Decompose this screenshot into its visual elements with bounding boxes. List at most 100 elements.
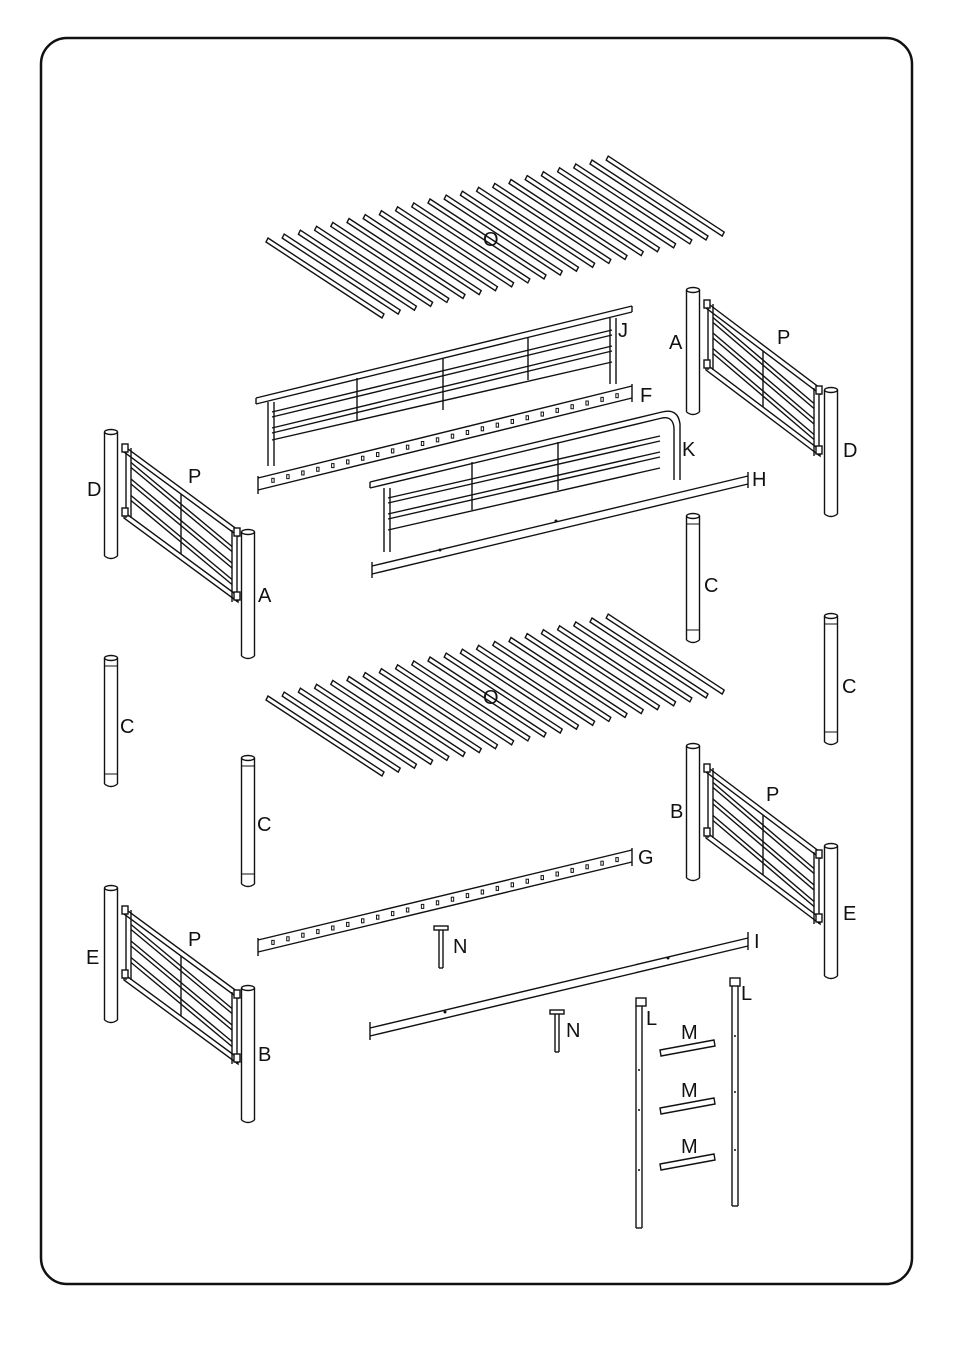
rail-hole [526,879,528,883]
rail-hole [601,397,603,401]
label-b-right: B [670,801,683,823]
label-b-left: B [258,1044,271,1066]
rail-hole [451,897,453,901]
rail-hole [362,919,364,923]
label-p-top-right: P [777,327,790,349]
label-c-mid: C [704,575,718,597]
end-panel-p [122,906,240,1064]
rail-hole [616,858,618,862]
label-o-top: O [483,229,499,251]
rail-hole [317,467,319,471]
post [825,844,838,979]
end-panel-p [122,444,240,602]
post [825,388,838,517]
rail-hole [391,912,393,916]
label-l-2: L [741,983,752,1005]
rail-hole [391,449,393,453]
rail-hole [511,883,513,887]
label-g: G [638,847,654,869]
rail-hole [451,434,453,438]
label-a-left: A [258,585,272,607]
label-e-right: E [843,903,856,925]
post [105,430,118,559]
rail-hole [466,430,468,434]
rail-hole [496,886,498,890]
rail-g [258,848,632,956]
post [242,986,255,1123]
label-m-2: M [681,1080,698,1102]
rail-hole [571,868,573,872]
label-m-1: M [681,1022,698,1044]
rail-hole [287,937,289,941]
rail-hole [496,423,498,427]
post [105,886,118,1023]
rail-hole [347,922,349,926]
rail-hole [347,460,349,464]
rail-hole [586,865,588,869]
rail-hole [302,933,304,937]
label-a-top: A [669,332,683,354]
label-h: H [752,469,766,491]
rail-hole [376,453,378,457]
rail-hole [616,394,618,398]
rail-hole [317,930,319,934]
label-c-left2: C [257,814,271,836]
page-border [41,38,912,1284]
label-c-left: C [120,716,134,738]
post [242,530,255,659]
label-l-1: L [646,1008,657,1030]
end-panels [122,300,822,1064]
rail-hole [511,419,513,423]
rail-h [372,472,748,578]
label-m-3: M [681,1136,698,1158]
rail-hole [272,478,274,482]
label-f: F [640,385,652,407]
rail-hole [481,890,483,894]
label-k: K [682,439,696,461]
rail-hole [436,901,438,905]
ladder-rail-l-1 [636,998,646,1228]
bracket-n-1 [434,926,448,968]
rail-hole [406,908,408,912]
rail-hole [272,940,274,944]
side-rail-k [370,411,680,552]
rail-hole [436,438,438,442]
label-j: J [618,320,628,342]
label-d-left: D [87,479,101,501]
label-p-bottom-left: P [188,929,201,951]
rail-hole [571,405,573,409]
rail-hole [541,412,543,416]
posts [105,288,838,1123]
bracket-n-2 [550,1010,564,1052]
rail-hole [466,894,468,898]
label-p-bottom-right: P [766,784,779,806]
rail-hole [287,475,289,479]
rail-hole [421,442,423,446]
rail-hole [332,464,334,468]
post [825,614,838,745]
label-n-1: N [453,936,467,958]
rail-hole [332,926,334,930]
rail-hole [481,427,483,431]
post [687,744,700,881]
label-i: I [754,931,760,953]
rail-hole [601,861,603,865]
rail-hole [556,408,558,412]
end-panel-p [704,764,822,924]
side-rail-j [256,306,632,466]
post [105,656,118,787]
label-e-left: E [86,947,99,969]
rail-hole [421,904,423,908]
label-d-right: D [843,440,857,462]
label-c-right: C [842,676,856,698]
rail-hole [526,416,528,420]
rail-hole [556,872,558,876]
post [687,288,700,415]
end-panel-p [704,300,822,456]
rail-hole [362,456,364,460]
label-o-bottom: O [483,687,499,709]
label-p-top-left: P [188,466,201,488]
rail-hole [586,401,588,405]
